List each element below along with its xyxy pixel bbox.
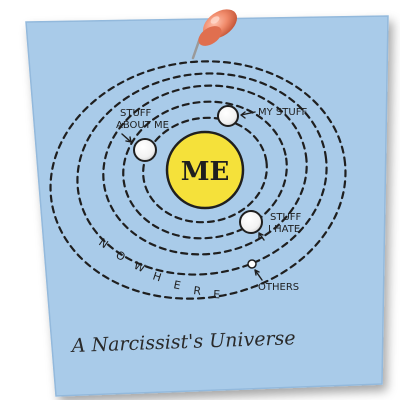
orbit-5 (49, 60, 347, 300)
label-my-stuff: MY STUFF (258, 107, 307, 118)
label-arrows (121, 111, 265, 281)
orbit-4 (76, 72, 328, 276)
label-others: OTHERS (258, 282, 299, 293)
arrow-stuff-i-hate (258, 232, 265, 241)
planet-my-stuff (217, 105, 239, 127)
sun-me (165, 130, 245, 210)
nowhere-letter: E (213, 288, 221, 301)
arrow-others (254, 269, 263, 281)
arrow-stuff-about-me (121, 133, 132, 143)
orbit-3 (102, 84, 308, 256)
orbit-2 (122, 100, 288, 240)
nowhere-letter: E (172, 278, 182, 292)
arrow-my-stuff (240, 111, 256, 119)
nowhere-letter: W (132, 259, 147, 275)
planet-others (247, 259, 257, 269)
orbit-1 (142, 116, 268, 224)
label-stuff-i-hate-line2: I HATE (268, 224, 300, 235)
planet-stuff-i-hate (239, 210, 263, 234)
label-stuff-about-me-line1: STUFF (120, 108, 152, 119)
nowhere-letter: H (151, 269, 163, 284)
planet-stuff-about-me (133, 138, 157, 162)
label-stuff-i-hate-line1: STUFF (270, 212, 302, 223)
label-stuff-about-me-line2: ABOUT ME (116, 120, 169, 131)
center-label: ME (181, 157, 230, 187)
orbit-group (49, 60, 347, 300)
nowhere-letter: R (193, 284, 203, 298)
push-pin-icon (191, 9, 238, 60)
